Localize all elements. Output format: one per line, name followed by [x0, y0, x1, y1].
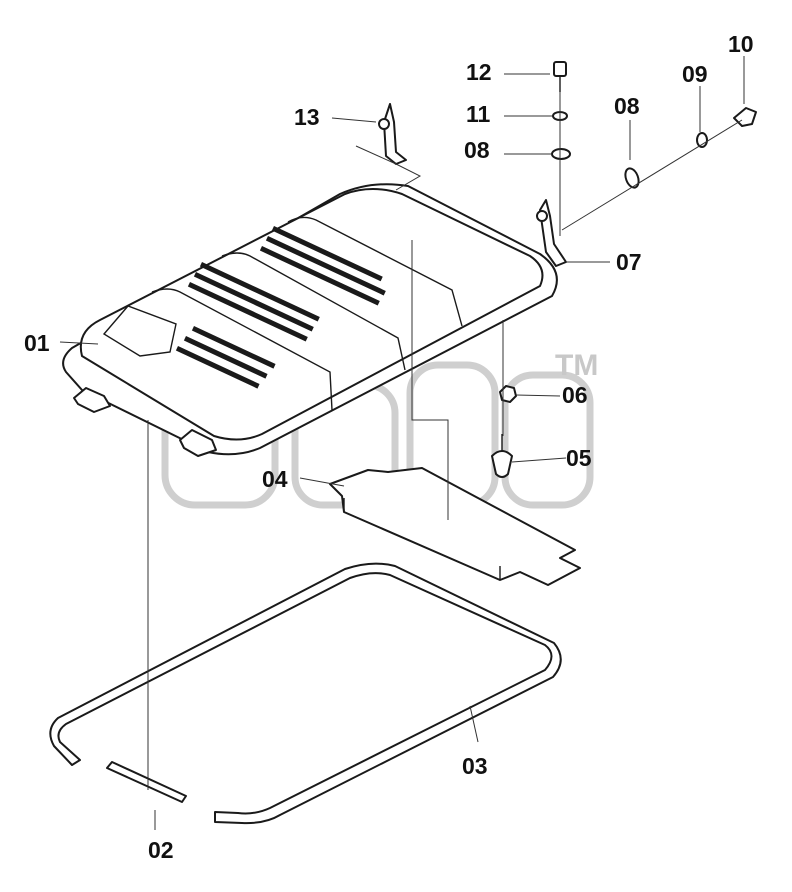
hinge-right [179, 429, 217, 457]
vent-slots-front [175, 325, 276, 389]
insulation-pad [329, 467, 581, 586]
assembly-axis-pad [411, 240, 449, 520]
nut-06 [499, 385, 517, 403]
hinge-left [73, 387, 111, 413]
callout-08-top: 08 [464, 137, 490, 163]
callout-01: 01 [24, 330, 50, 356]
vent-slots-middle [187, 262, 320, 342]
callout-07: 07 [616, 249, 642, 275]
callout-05: 05 [566, 445, 592, 471]
callout-12: 12 [466, 59, 492, 85]
assembly-axis-diagonal [561, 119, 743, 231]
washer-08-diag [624, 167, 640, 189]
callout-11: 11 [466, 101, 491, 127]
bolt-12 [553, 61, 567, 92]
callout-04: 04 [262, 466, 288, 492]
callout-06: 06 [562, 382, 588, 408]
callout-13: 13 [294, 104, 320, 130]
seal-frame [49, 562, 562, 825]
hood-cover [62, 183, 558, 457]
callout-03: 03 [462, 753, 488, 779]
latch-right [536, 199, 567, 267]
washer-08-top [551, 148, 571, 160]
latch-left [355, 103, 422, 191]
vent-slots-rear [259, 225, 386, 306]
callout-02: 02 [148, 837, 174, 863]
callout-08-diag: 08 [614, 93, 640, 119]
seal-strip [106, 761, 187, 803]
bump-stop-05 [491, 434, 513, 478]
callout-10: 10 [728, 31, 754, 57]
watermark-trademark: TM [555, 349, 598, 382]
callout-09: 09 [682, 61, 708, 87]
